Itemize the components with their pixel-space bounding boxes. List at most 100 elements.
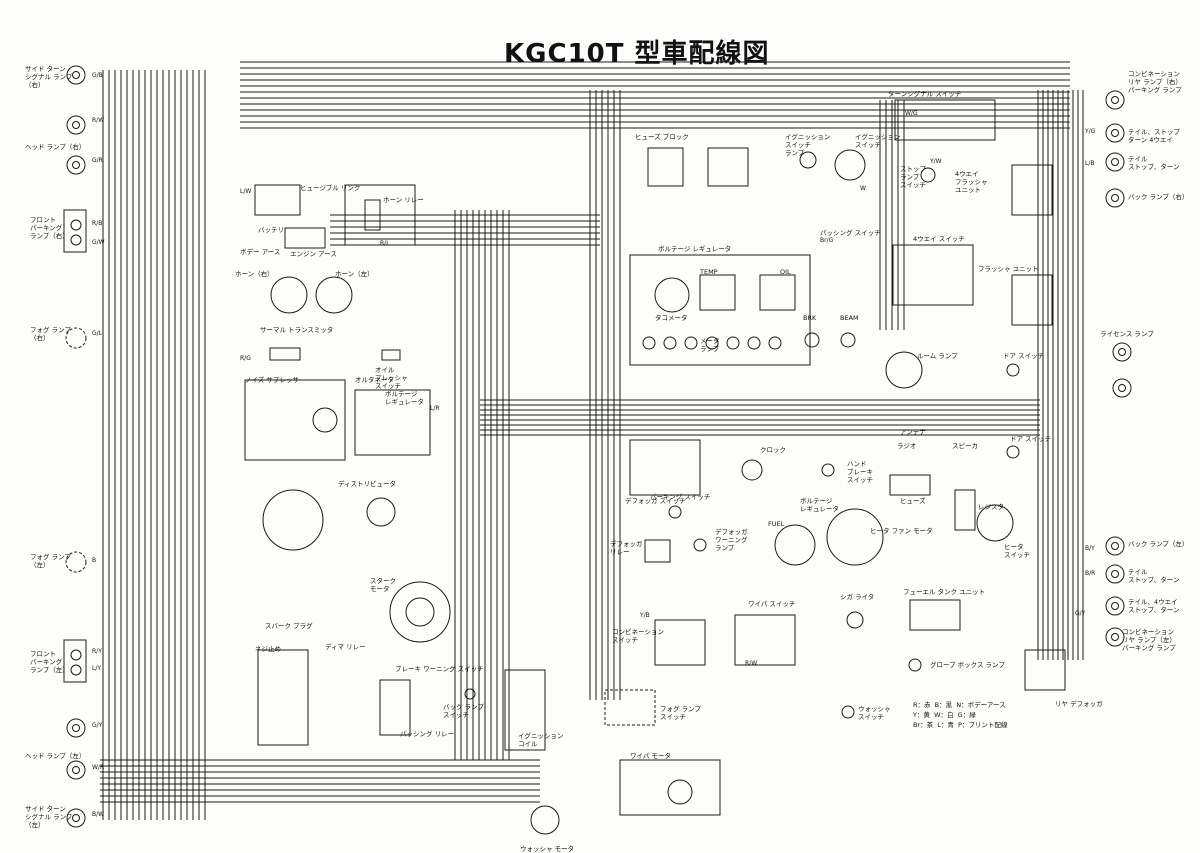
wiper-motor-core-icon <box>667 779 693 805</box>
horn-relay-frame <box>344 184 416 246</box>
room-lamp-label: ルーム ランプ <box>917 352 958 360</box>
headlamp-right-icon-filament <box>72 121 80 129</box>
dimmer-relay-icon <box>257 649 309 746</box>
voltage-regulator-icon <box>354 389 431 456</box>
brk-lamp-icon <box>804 332 820 348</box>
room-lamp-icon <box>885 351 923 389</box>
speaker-label: スピーカ <box>952 442 978 450</box>
voltage-regulator-meter-label: ボルテージ レギュレータ <box>658 245 732 253</box>
wire-code-label: W/G <box>905 110 918 117</box>
front-parking-lamp-left-icon <box>63 639 87 683</box>
rear-combination-lamp-left-label: コンビネーション リヤ ランプ（左） パーキング ランプ <box>1122 628 1176 652</box>
brake-warning-switch-label: ブレーキ ワーニング スイッチ <box>395 665 484 673</box>
passing-relay-icon <box>379 679 411 736</box>
horn-relay-icon <box>364 199 381 231</box>
front-parking-lamp-right-label: フロント パーキング ランプ（右） <box>30 216 69 240</box>
back-lamp-icon <box>1105 188 1125 208</box>
tail-4way-left-label: テイル、4ウエイ ストップ、ターン <box>1128 598 1180 614</box>
wire-code-label: B <box>92 557 97 564</box>
combination-switch-icon <box>654 619 706 666</box>
hazard-flasher-icon <box>1011 164 1053 216</box>
wire-code-label: L/R <box>430 405 440 412</box>
wiper-switch-icon <box>734 614 796 666</box>
fog-lamp-switch-icon <box>604 689 656 726</box>
cigar-lighter-label: シガ ライタ <box>840 593 875 601</box>
oil-lamp-label: OIL <box>780 268 791 276</box>
fusible-link-label: ヒュージブル リンク <box>300 184 361 192</box>
wire-code-label: Y/G <box>1085 128 1096 135</box>
horn-relay-label: ホーン リレー <box>383 196 424 204</box>
wire-code-label: B/R <box>1085 570 1096 577</box>
temp-gauge-icon <box>699 274 736 311</box>
parking-switch-icon <box>629 439 701 496</box>
heater-switch-label: ヒータ スイッチ <box>1004 543 1030 559</box>
fog-lamp-left-icon <box>65 551 87 573</box>
brk-lamp-label: BRK <box>803 314 817 322</box>
heater-fan-motor-icon <box>826 508 884 566</box>
resistor-label: レジスタ <box>978 503 1004 511</box>
defogger-relay-label: デフォッガ リレー <box>610 540 643 556</box>
headlamp-left-icon-filament <box>72 766 80 774</box>
ignition-switch-icon <box>834 149 866 181</box>
wire-code-label: Y/W <box>930 158 942 165</box>
lamp-icon <box>70 234 82 246</box>
defogger-relay-icon <box>644 539 671 563</box>
alternator-label: オルタネータ <box>355 376 394 384</box>
rear-combination-lamp-right-label: コンビネーション リヤ ランプ（右） パーキング ランプ <box>1128 70 1182 94</box>
wire-code-label: L/Y <box>92 665 102 672</box>
passing-switch-label: パッシング スイッチ <box>820 229 881 237</box>
tail-stop-right-label: テイル ストップ、ターン <box>1128 155 1180 171</box>
side-turn-lamp-right-icon <box>66 65 86 85</box>
door-switch-1-label: ドア スイッチ <box>1003 352 1045 360</box>
radio-icon <box>889 474 931 496</box>
meter-lamp-icon <box>726 336 740 350</box>
rear-combination-lamp-icon-filament <box>1111 633 1119 641</box>
meter-lamp-icon <box>663 336 677 350</box>
tail-lamp-icon-filament <box>1111 602 1119 610</box>
body-earth-label: ボデー アース <box>240 248 281 256</box>
door-switch-icon <box>1006 445 1020 459</box>
ignition-coil-label: イグニッション コイル <box>518 732 564 748</box>
washer-motor-icon <box>530 805 560 835</box>
spark-plug-label: スパーク プラグ <box>265 622 313 630</box>
rear-defogger-label: リヤ デフォッガ <box>1055 700 1103 708</box>
radio-label: ラジオ <box>897 442 917 450</box>
noise-suppressor-label: ノイズ サプレッサ <box>245 376 299 384</box>
tail-lamp-icon-filament <box>1111 570 1119 578</box>
legend-line: R：赤 B：黒 N：ボデーアース <box>913 701 1006 709</box>
thermal-transmitter-label: サーマル トランスミッタ <box>260 326 334 334</box>
neutral-switch-label: ネジ止め <box>255 645 281 653</box>
tail-lamp-icon <box>1105 152 1125 172</box>
ignition-switch-lamp-label: イグニッション スイッチ ランプ <box>785 133 831 157</box>
wire-code-label: R/W <box>92 117 105 124</box>
ignition-coil-icon <box>504 669 546 751</box>
horn-left-icon <box>315 276 353 314</box>
license-lamp-icon-filament <box>1118 348 1126 356</box>
beam-lamp-label: BEAM <box>840 314 859 322</box>
oil-pressure-switch-icon <box>381 349 401 361</box>
diagram-title: KGC10T 型車配線図 <box>504 39 770 69</box>
tail-lamp-icon <box>1105 596 1125 616</box>
fuse-block-icon <box>707 147 749 187</box>
side-turn-lamp-left-label: サイド ターン シグナル ランプ （左） <box>25 805 73 829</box>
side-turn-lamp-left-icon <box>66 808 86 828</box>
horn-right-label: ホーン（右） <box>235 270 274 278</box>
alternator-icon <box>312 407 338 433</box>
rear-combination-lamp-icon <box>1105 90 1125 110</box>
wire-code-label: R/L <box>380 240 390 247</box>
wire-code-label: W/R <box>92 764 105 771</box>
thermal-transmitter-icon <box>269 347 301 361</box>
wiper-switch-label: ワイパ スイッチ <box>748 600 796 608</box>
defogger-switch-icon <box>668 505 682 519</box>
beam-lamp-icon <box>840 332 856 348</box>
back-lamp-left-label: バック ランプ（左） <box>1128 540 1189 548</box>
meter-lamp-icon <box>642 336 656 350</box>
wire-code-label: R/Y <box>92 648 102 655</box>
front-parking-lamp-right-icon <box>63 209 87 253</box>
license-lamp-icon-filament <box>1118 384 1126 392</box>
rear-combination-lamp-icon-filament <box>1111 96 1119 104</box>
fuse-block-label: ヒューズ ブロック <box>635 133 689 141</box>
